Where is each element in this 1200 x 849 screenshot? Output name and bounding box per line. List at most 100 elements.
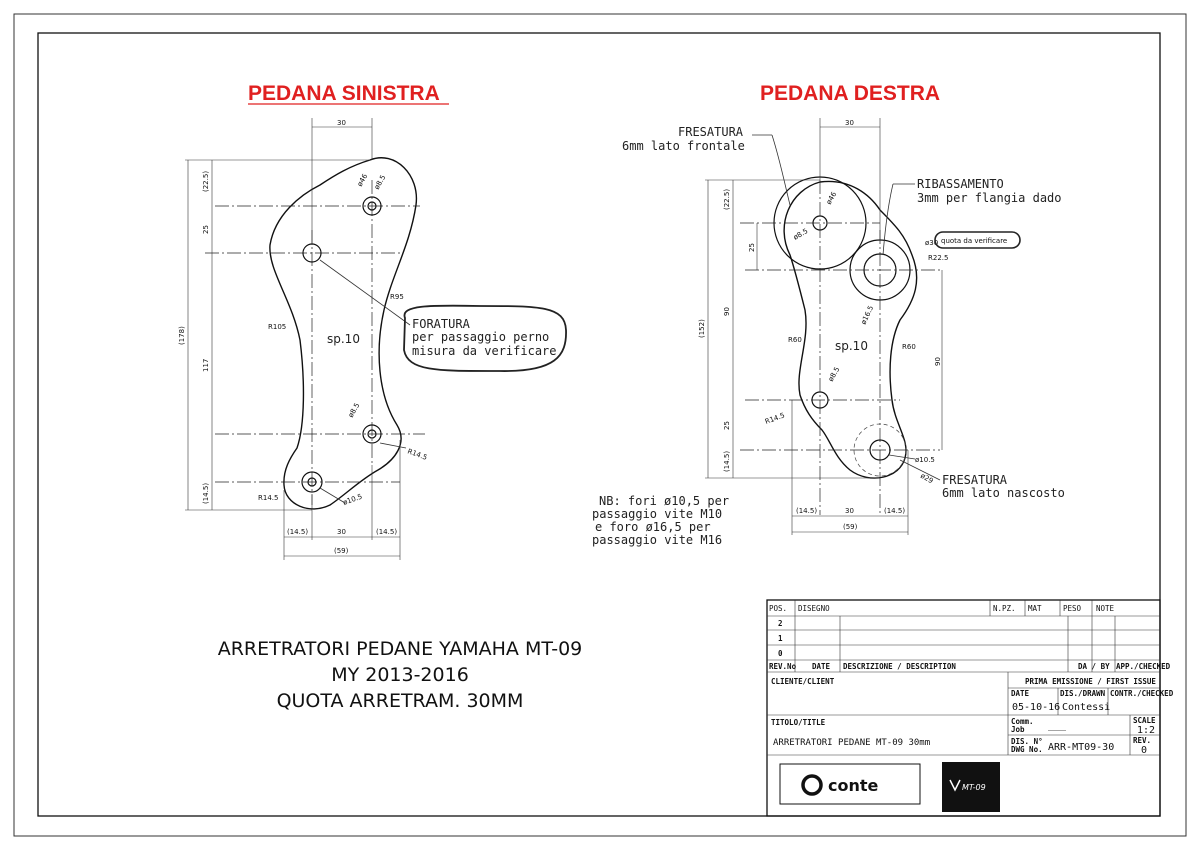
left-dim-r105: R105	[268, 323, 286, 331]
company-logo-text: conte	[828, 776, 879, 795]
left-note-line2: per passaggio perno	[412, 330, 549, 344]
tb-drawn-label: DIS./DRAWN	[1060, 689, 1106, 698]
mt09-logo-box	[942, 762, 1000, 812]
left-dim-d8-5-mid: ø8.5	[347, 402, 362, 419]
left-note-line1: FORATURA	[412, 317, 471, 331]
title-block: POS. DISEGNO N.PZ. MAT PESO NOTE 2 1 0 R…	[766, 599, 1174, 817]
fresatura-back-line1: FRESATURA	[942, 473, 1008, 487]
tb-comm-label2: Job	[1011, 725, 1025, 734]
ribassamento-line1: RIBASSAMENTO	[917, 177, 1004, 191]
tb-mat: MAT	[1028, 604, 1042, 613]
quota-note-box	[934, 231, 1021, 249]
right-dim-d29: ø29	[919, 472, 934, 486]
tb-rev-row-1: 1	[778, 634, 783, 643]
tb-cliente: CLIENTE/CLIENT	[771, 677, 835, 686]
tb-date-h: DATE	[812, 662, 831, 671]
tb-rev-row-0: 0	[778, 649, 783, 658]
tb-dis-value: ARR-MT09-30	[1048, 742, 1114, 753]
left-dim-14-5: (14.5)	[202, 483, 210, 504]
tb-prima-emissione: PRIMA EMISSIONE / FIRST ISSUE	[1025, 677, 1156, 686]
quota-note: quota da verificare	[941, 237, 1007, 245]
right-dim-h-14-5-r: (14.5)	[884, 507, 905, 515]
left-dim-d10-5: ø10.5	[342, 493, 363, 507]
right-dim-25-top: 25	[748, 243, 756, 252]
left-dim-d46: ø46	[356, 172, 370, 188]
left-dim-h-59: (59)	[334, 547, 349, 555]
tb-rev-row-2: 2	[778, 619, 783, 628]
left-note-bubble	[403, 304, 567, 372]
outer-frame	[13, 13, 1187, 837]
right-dim-r14-5: R14.5	[764, 411, 786, 426]
left-part-drawing: PEDANA SINISTRA (22.5) 25 117 (14.5) (17…	[178, 82, 567, 560]
tb-daby: DA / BY	[1078, 662, 1110, 671]
left-hole-bottom	[301, 471, 323, 493]
tb-rev-value: 0	[1141, 745, 1147, 756]
tb-titolo-label: TITOLO/TITLE	[771, 718, 826, 727]
tb-peso: PESO	[1063, 604, 1082, 613]
right-dim-r22-5: R22.5	[928, 254, 948, 262]
fresatura-back-line2: 6mm lato nascosto	[942, 486, 1065, 500]
company-logo-box	[779, 763, 921, 805]
company-logo-mark	[801, 774, 823, 796]
left-thickness: sp.10	[327, 332, 360, 346]
left-hole-top	[362, 196, 382, 216]
tb-npz: N.PZ.	[993, 604, 1016, 613]
left-part-title: PEDANA SINISTRA	[248, 82, 440, 105]
right-dim-d8-5-top: ø8.5	[792, 227, 809, 242]
tb-revno: REV.No	[769, 662, 797, 671]
left-dim-r95: R95	[390, 293, 404, 301]
left-dim-22-5: (22.5)	[202, 171, 210, 192]
right-dim-h-14-5-l: (14.5)	[796, 507, 817, 515]
left-dim-25: 25	[202, 225, 210, 234]
right-dim-d30: ø30	[925, 239, 938, 247]
mt09-logo-mark	[949, 779, 961, 792]
nb-line4: passaggio vite M16	[592, 533, 722, 547]
tb-dis-label2: DWG No.	[1011, 745, 1043, 754]
left-dim-h-30: 30	[337, 528, 346, 536]
right-dim-r60-r: R60	[902, 343, 916, 351]
tb-scale-label: SCALE	[1133, 716, 1156, 725]
left-hole-mid	[362, 424, 382, 444]
right-dim-h-59: (59)	[843, 523, 858, 531]
left-dim-top-30: 30	[337, 119, 346, 127]
tb-checked-label: CONTR./CHECKED	[1110, 689, 1174, 698]
right-dim-d46: ø46	[825, 190, 839, 206]
mt09-logo-text: MT-09	[962, 783, 986, 792]
right-dim-90-r: 90	[934, 357, 942, 366]
right-dim-h-30: 30	[845, 507, 854, 515]
tb-drawn-value: Contessi	[1062, 702, 1110, 713]
tb-descr: DESCRIZIONE / DESCRIPTION	[843, 662, 956, 671]
caption-line1: ARRETRATORI PEDANE YAMAHA MT-09	[218, 638, 583, 660]
right-part-drawing: PEDANA DESTRA (22.5) 25 90 25 (14.5) (15…	[592, 82, 1065, 547]
right-dim-d8-5-bot: ø8.5	[827, 366, 842, 383]
left-dim-h-14-5-r: (14.5)	[376, 528, 397, 536]
caption-line2: MY 2013-2016	[331, 664, 469, 686]
left-part-outline	[269, 157, 418, 510]
right-dim-152: (152)	[698, 319, 706, 338]
right-dim-22-5: (22.5)	[723, 189, 731, 210]
fresatura-front-line2: 6mm lato frontale	[622, 139, 745, 153]
tb-titolo-value: ARRETRATORI PEDANE MT-09 30mm	[773, 738, 930, 748]
right-dim-14-5: (14.5)	[723, 451, 731, 472]
fresatura-front-line1: FRESATURA	[678, 125, 744, 139]
left-dim-r14-5-b: R14.5	[406, 447, 428, 462]
tb-dis-label1: DIS. N°	[1011, 737, 1043, 746]
drawing-caption: ARRETRATORI PEDANE YAMAHA MT-09 MY 2013-…	[218, 638, 583, 712]
nb-line2: passaggio vite M10	[592, 507, 722, 521]
tb-note: NOTE	[1096, 604, 1115, 613]
right-dim-top-30: 30	[845, 119, 854, 127]
tb-app: APP./CHECKED	[1116, 662, 1171, 671]
right-dim-25-bot: 25	[723, 421, 731, 430]
nb-line3: e foro ø16,5 per	[595, 520, 711, 534]
nb-line1: NB: fori ø10,5 per	[599, 494, 729, 508]
tb-comm-label1: Comm.	[1011, 717, 1034, 726]
tb-scale-value: 1:2	[1137, 725, 1155, 736]
left-dim-178: (178)	[178, 326, 186, 345]
left-dim-h-14-5-l: (14.5)	[287, 528, 308, 536]
tb-disegno: DISEGNO	[798, 604, 830, 613]
right-dim-d16-5: ø16.5	[860, 304, 876, 325]
caption-line3: QUOTA ARRETRAM. 30MM	[277, 690, 524, 712]
tb-comm-value: ___	[1048, 720, 1067, 731]
inner-frame	[37, 32, 1161, 817]
left-dim-d8-5-top: ø8.5	[373, 174, 388, 191]
